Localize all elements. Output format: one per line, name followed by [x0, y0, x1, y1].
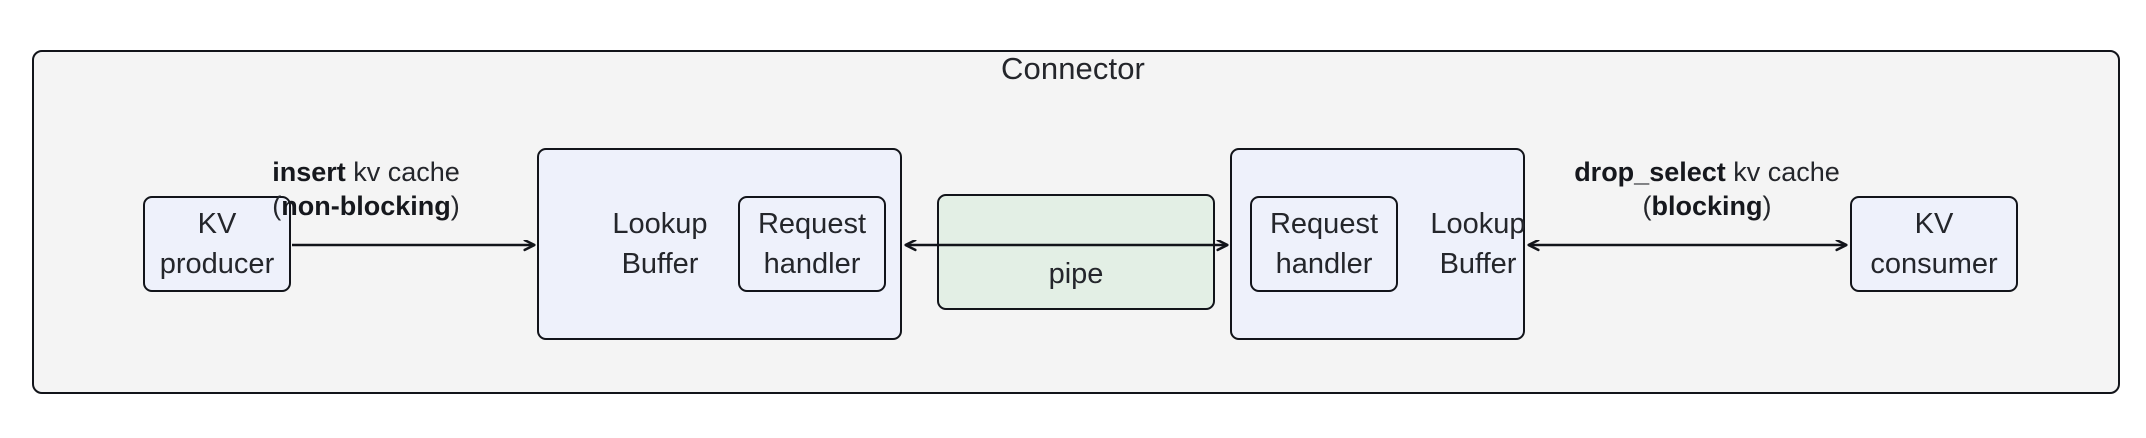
edge-label-insert: insert kv cache (non-blocking) [221, 155, 511, 223]
edge-label-insert-mode: non-blocking [281, 191, 451, 221]
node-kv-producer-label: KV producer [159, 208, 275, 280]
edge-label-insert-line2: (non-blocking) [221, 189, 511, 223]
node-request-handler-right[interactable]: Request handler [1250, 196, 1398, 292]
edge-label-drop-select-mode: blocking [1651, 191, 1763, 221]
edge-label-drop-select-line2: (blocking) [1546, 189, 1868, 223]
edge-label-drop-select-paren-close: ) [1762, 191, 1772, 221]
edge-label-drop-select: drop_select kv cache (blocking) [1546, 155, 1868, 223]
node-pipe[interactable]: pipe [937, 194, 1215, 310]
node-pipe-label: pipe [1048, 258, 1104, 290]
node-lookup-buffer-right-label: Lookup Buffer [1430, 208, 1526, 280]
edge-label-insert-rest: kv cache [345, 157, 460, 187]
node-kv-producer[interactable]: KV producer [143, 196, 291, 292]
edge-label-insert-bold: insert [272, 157, 346, 187]
edge-label-drop-select-rest: kv cache [1725, 157, 1840, 187]
edge-label-drop-select-line1: drop_select kv cache [1546, 155, 1868, 189]
node-kv-consumer-label: KV consumer [1870, 208, 1998, 280]
node-lookup-buffer-left[interactable]: Lookup Buffer Request handler [537, 148, 902, 340]
edge-label-insert-paren-open: ( [272, 191, 282, 221]
connector-title: Connector [1001, 51, 1145, 86]
node-lookup-buffer-left-label: Lookup Buffer [612, 208, 708, 280]
node-lookup-buffer-right[interactable]: Request handler Lookup Buffer [1230, 148, 1526, 340]
node-request-handler-left[interactable]: Request handler [738, 196, 886, 292]
edge-label-insert-paren-close: ) [450, 191, 460, 221]
edge-label-drop-select-paren-open: ( [1642, 191, 1652, 221]
edge-label-drop-select-bold: drop_select [1574, 157, 1726, 187]
edge-label-insert-line1: insert kv cache [221, 155, 511, 189]
node-kv-consumer[interactable]: KV consumer [1850, 196, 2018, 292]
